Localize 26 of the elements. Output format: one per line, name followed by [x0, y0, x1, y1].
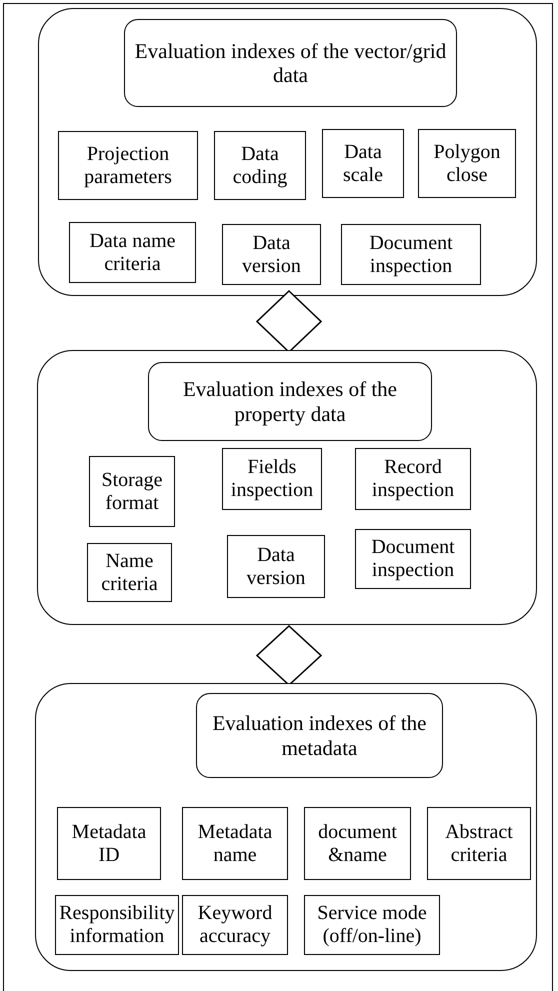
index-box: Data version [222, 224, 321, 285]
heading-box: Evaluation indexes of the vector/grid data [124, 19, 457, 107]
index-box: Abstract criteria [427, 807, 531, 880]
group-panel [37, 350, 537, 625]
index-box: Metadata ID [57, 807, 161, 880]
index-box: Record inspection [355, 448, 471, 510]
group-panel [35, 683, 537, 971]
index-box: Fields inspection [222, 448, 322, 510]
index-box: Data scale [322, 129, 404, 198]
index-box: Name criteria [87, 543, 172, 602]
index-box: Service mode (off/on-line) [304, 895, 440, 955]
index-box: Responsibility information [55, 895, 179, 955]
heading-box: Evaluation indexes of the property data [148, 362, 432, 441]
index-box: Metadata name [182, 807, 288, 880]
index-box: Data version [227, 535, 325, 598]
index-box: Data coding [214, 131, 306, 200]
index-box: Document inspection [341, 224, 481, 285]
index-box: Storage format [89, 456, 175, 527]
group-panel [38, 8, 537, 296]
index-box: document &name [304, 807, 411, 880]
index-box: Polygon close [418, 129, 516, 198]
index-box: Document inspection [355, 529, 471, 589]
index-box: Keyword accuracy [182, 895, 288, 955]
index-box: Data name criteria [69, 222, 196, 283]
index-box: Projection parameters [58, 131, 198, 200]
heading-box: Evaluation indexes of the metadata [196, 693, 443, 778]
